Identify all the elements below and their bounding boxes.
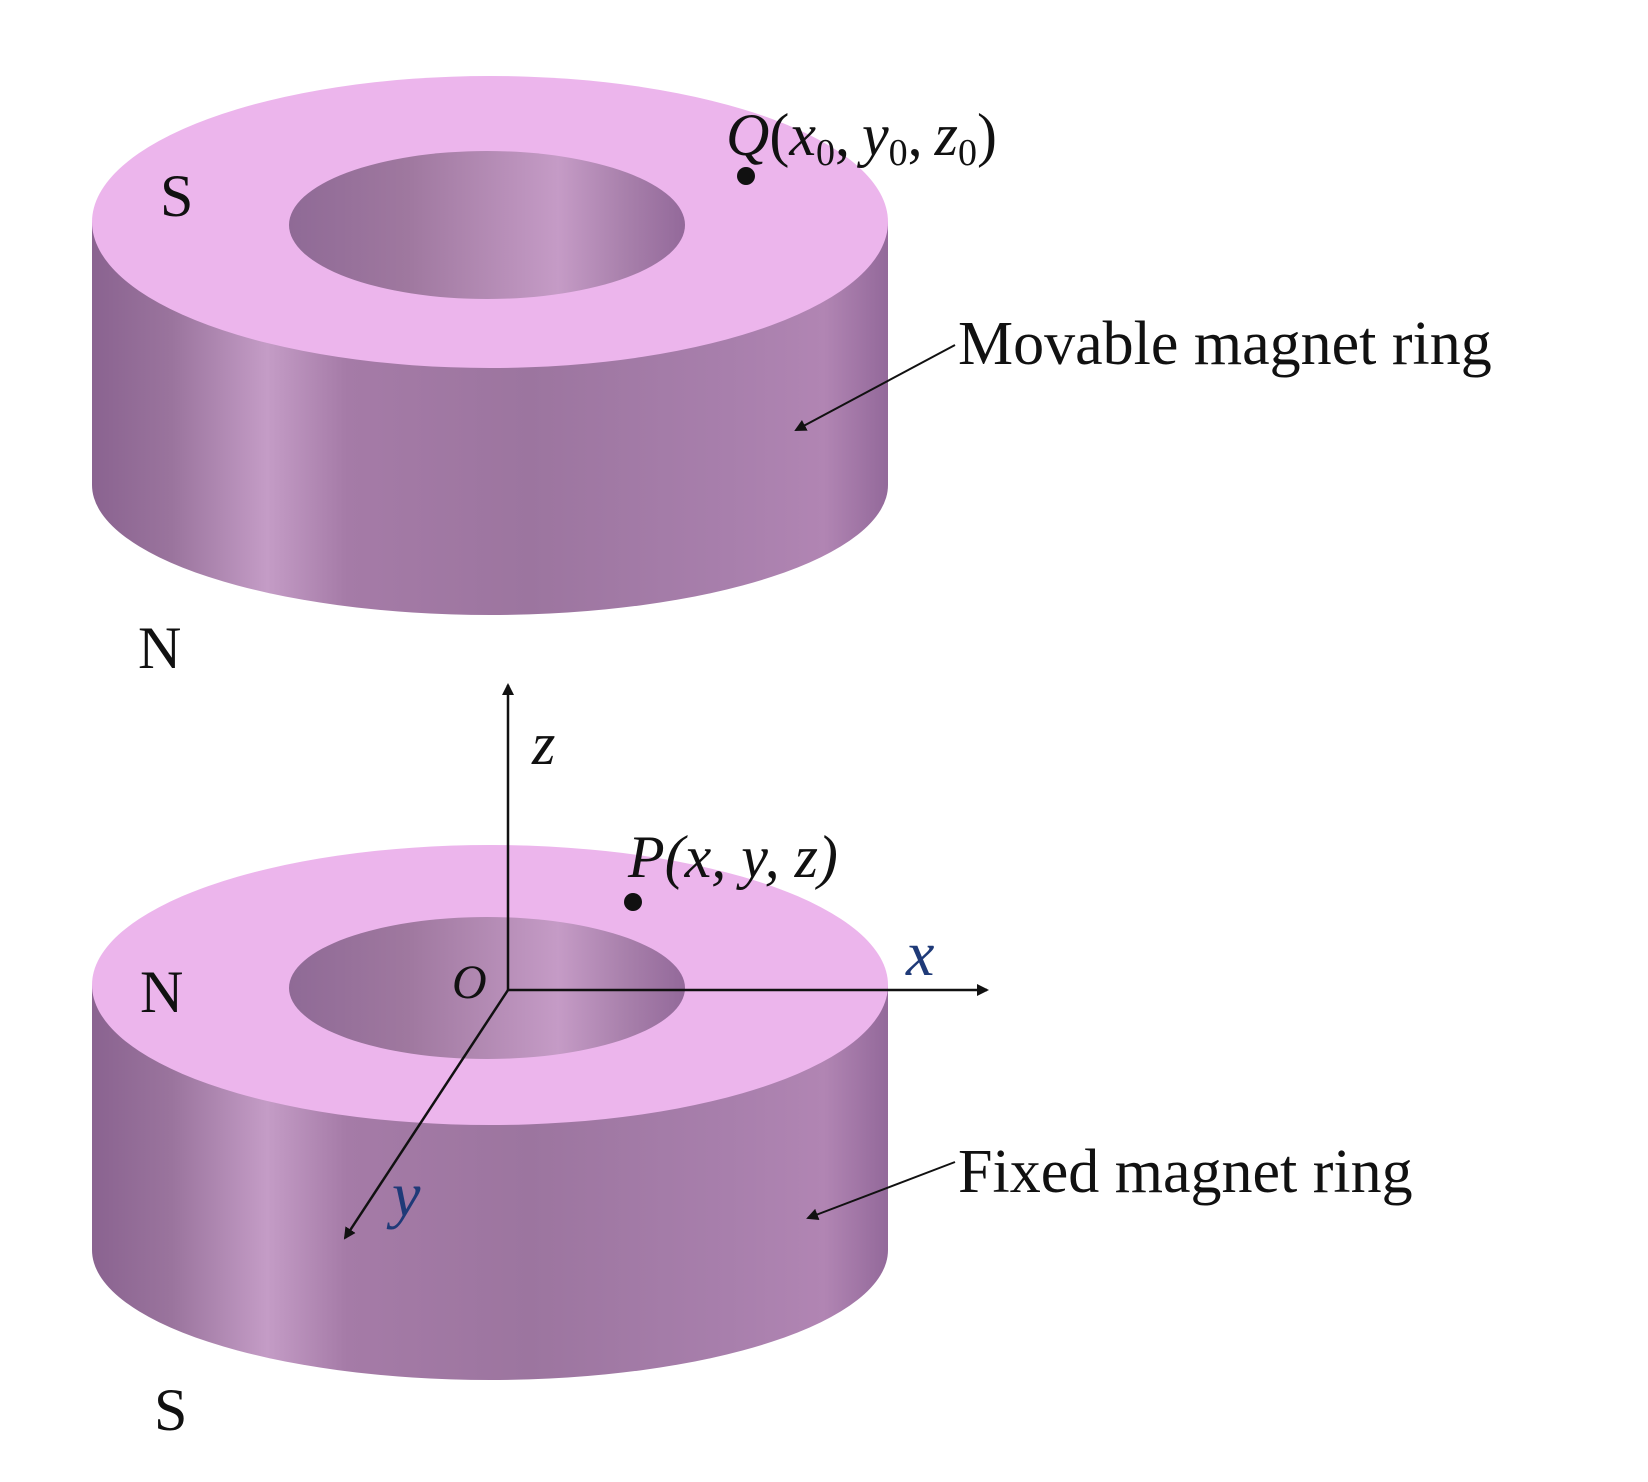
fixed-ring-label: Fixed magnet ring xyxy=(958,1138,1413,1206)
movable-ring-label: Movable magnet ring xyxy=(958,310,1492,378)
coordinate-axes xyxy=(343,683,989,1240)
fixed-ring-top-pole: N xyxy=(140,959,183,1025)
origin-label: O xyxy=(452,956,487,1009)
point-p-label: P(x, y, z) xyxy=(627,824,838,890)
fixed-ring-hole xyxy=(289,917,685,1059)
z-axis-label: z xyxy=(531,711,555,777)
movable-magnet-ring xyxy=(92,76,888,615)
y-axis-label: y xyxy=(386,1159,421,1230)
point-q-label: Q(x0,y0,z0) xyxy=(726,102,997,174)
point-q-dot xyxy=(737,167,755,185)
fixed-magnet-ring xyxy=(92,845,888,1380)
fixed-ring-bottom-pole: S xyxy=(154,1377,187,1443)
movable-ring-leader-arrow xyxy=(794,344,956,431)
movable-ring-bottom-pole: N xyxy=(138,615,181,681)
y-axis xyxy=(343,989,510,1240)
point-p-dot xyxy=(624,893,642,911)
x-axis-label: x xyxy=(905,918,934,989)
fixed-ring-leader-arrow xyxy=(806,1161,956,1221)
movable-ring-top-pole: S xyxy=(160,163,193,229)
movable-ring-hole xyxy=(289,151,685,299)
